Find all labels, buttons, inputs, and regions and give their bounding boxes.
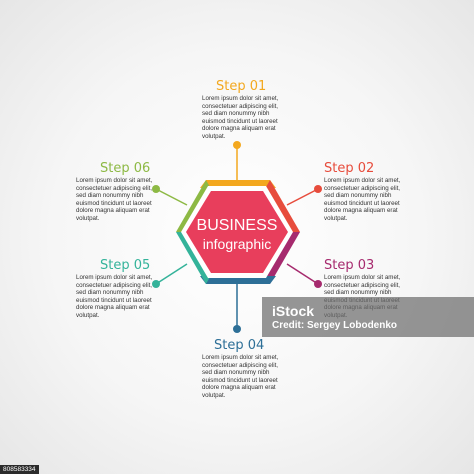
hex-segment-step02 xyxy=(266,180,300,232)
step-04-text: Lorem ipsum dolor sit amet, consectetuer… xyxy=(202,354,279,399)
step-05-text: Lorem ipsum dolor sit amet, consectetuer… xyxy=(76,274,153,319)
center-title: BUSINESS xyxy=(196,217,278,234)
connector-step02 xyxy=(286,188,319,206)
step-06-text: Lorem ipsum dolor sit amet, consectetuer… xyxy=(76,177,153,222)
step-05-title: Step 05 xyxy=(100,258,151,273)
connector-dot-step03 xyxy=(314,280,322,288)
connector-dot-step02 xyxy=(314,185,322,193)
hex-segment-step06 xyxy=(176,180,210,232)
step-02-title: Step 02 xyxy=(324,161,375,176)
step-04-title: Step 04 xyxy=(214,338,265,353)
step-06-title: Step 06 xyxy=(100,161,151,176)
connector-dot-step01 xyxy=(233,141,241,149)
connector-step06 xyxy=(155,188,188,206)
connectors xyxy=(152,141,322,333)
stock-id-label: 808583334 xyxy=(0,465,39,474)
watermark-brand: iStock xyxy=(272,303,315,319)
watermark-credit: Credit: Sergey Lobodenko xyxy=(272,320,398,331)
hexagon-center xyxy=(186,191,288,273)
connector-dot-step04 xyxy=(233,325,241,333)
center-subtitle: infographic xyxy=(202,236,272,252)
connector-step03 xyxy=(286,263,319,285)
hex-segment-step03 xyxy=(264,232,300,284)
step-03-title: Step 03 xyxy=(324,258,375,273)
stock-watermark: iStock Credit: Sergey Lobodenko xyxy=(262,297,474,337)
step-02-text: Lorem ipsum dolor sit amet, consectetuer… xyxy=(324,177,401,222)
hex-segment-step05 xyxy=(176,232,210,284)
connector-dot-step05 xyxy=(152,280,160,288)
connector-dot-step06 xyxy=(152,185,160,193)
connector-step05 xyxy=(155,263,188,285)
step-01-title: Step 01 xyxy=(216,79,267,94)
step-01-text: Lorem ipsum dolor sit amet, consectetuer… xyxy=(202,95,279,140)
